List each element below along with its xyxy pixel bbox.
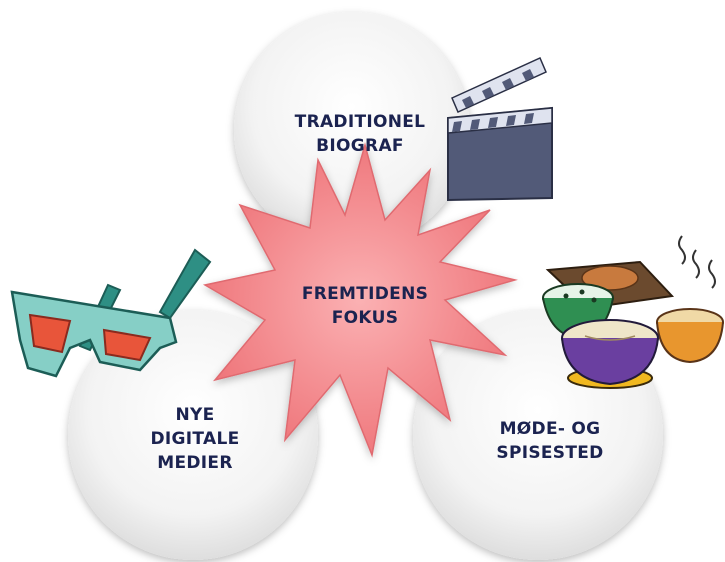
- label-left-line2: DIGITALE: [150, 429, 240, 449]
- circle-left: [68, 310, 318, 560]
- label-right-line2: SPISESTED: [496, 443, 604, 463]
- 3d-glasses-icon: [10, 248, 212, 378]
- clapperboard-icon: [447, 57, 553, 202]
- label-nye-digitale-medier: NYE DIGITALE MEDIER: [105, 403, 285, 475]
- label-center-line2: FOKUS: [331, 308, 399, 328]
- label-left-line3: MEDIER: [157, 453, 233, 473]
- label-fremtidens-fokus: FREMTIDENS FOKUS: [275, 282, 455, 330]
- label-center-line1: FREMTIDENS: [301, 284, 429, 304]
- circle-top: [234, 12, 470, 248]
- label-right-line1: MØDE- OG: [499, 419, 601, 439]
- food-bowls-icon: [542, 235, 724, 389]
- label-traditionel-biograf: TRADITIONEL BIOGRAF: [270, 110, 450, 158]
- label-top-line2: BIOGRAF: [316, 136, 404, 156]
- center-starburst: [202, 142, 518, 458]
- label-left-line1: NYE: [175, 405, 215, 425]
- label-top-line1: TRADITIONEL: [294, 112, 426, 132]
- label-moede-og-spisested: MØDE- OG SPISESTED: [460, 417, 640, 465]
